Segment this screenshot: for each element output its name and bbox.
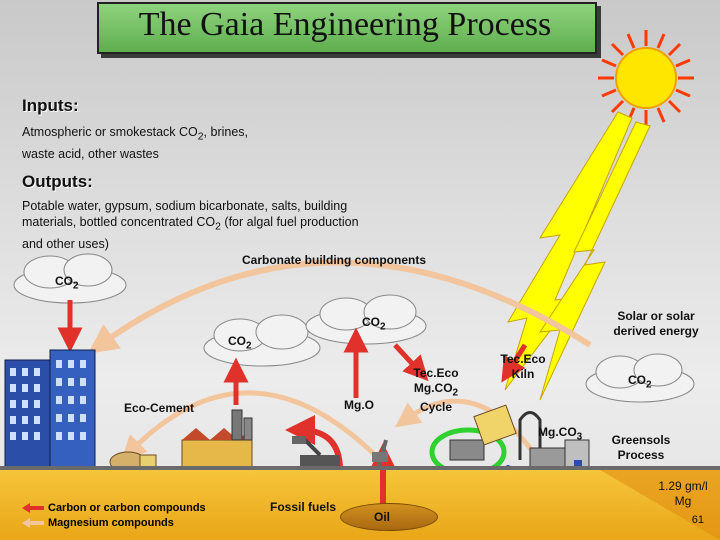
page-title: The Gaia Engineering Process	[138, 6, 552, 43]
inputs-heading: Inputs:	[22, 96, 79, 115]
oil-label: Oil	[374, 510, 391, 524]
co2-label-right: CO2	[628, 373, 652, 391]
magnesium-arrow-legend-icon	[22, 517, 44, 528]
cloud-co2-mid2	[305, 294, 427, 345]
outputs-text: Potable water, gypsum, sodium bicarbonat…	[22, 199, 359, 251]
cloud-co2-left	[13, 253, 127, 304]
sun-icon	[598, 30, 694, 126]
carbon-arrow-kiln	[501, 343, 528, 383]
oil-drill-icon	[372, 439, 388, 471]
title-banner	[97, 2, 597, 54]
legend-item-carbon: Carbon or carbon compounds	[22, 500, 206, 515]
legend-item-magnesium: Magnesium compounds	[22, 515, 206, 530]
cloud-co2-mid1	[203, 314, 321, 367]
mgco3-label: Mg.CO3	[538, 425, 583, 443]
inputs-text: Atmospheric or smokestack CO2, brines, w…	[22, 125, 249, 161]
co2-label-left: CO2	[55, 274, 79, 292]
cloud-co2-right	[585, 353, 695, 403]
outputs-heading: Outputs:	[22, 172, 93, 191]
co2-label-mid2: CO2	[362, 315, 386, 333]
greensols-plant-icon	[505, 439, 590, 471]
excavator-icon	[292, 436, 340, 469]
city-buildings	[4, 349, 96, 471]
ground-details	[380, 470, 720, 540]
carbon-arrow-legend-icon	[22, 502, 44, 513]
mgo-label: Mg.O	[344, 398, 374, 412]
mgo-arc	[121, 390, 382, 462]
eco-cement-label: Eco-Cement	[124, 401, 195, 415]
carbonate-label: Carbonate building components	[242, 253, 427, 267]
oil-reservoir	[340, 503, 438, 531]
lightning-bolt-left	[504, 111, 633, 391]
mgco3-arc	[394, 398, 548, 472]
fossil-fuels-label: Fossil fuels	[270, 500, 337, 514]
carbonate-arc	[87, 259, 592, 354]
tececo-cycle-label: Tec.Eco Mg.CO2 Cycle	[413, 366, 459, 415]
plant-equipment-icon	[449, 404, 542, 461]
carbon-arrow-cycle	[393, 343, 429, 382]
legend: Carbon or carbon compounds Magnesium com…	[22, 500, 206, 530]
co2-label-mid1: CO2	[228, 334, 252, 352]
cement-factory-icon	[181, 409, 253, 471]
page-number: 61	[691, 514, 704, 526]
